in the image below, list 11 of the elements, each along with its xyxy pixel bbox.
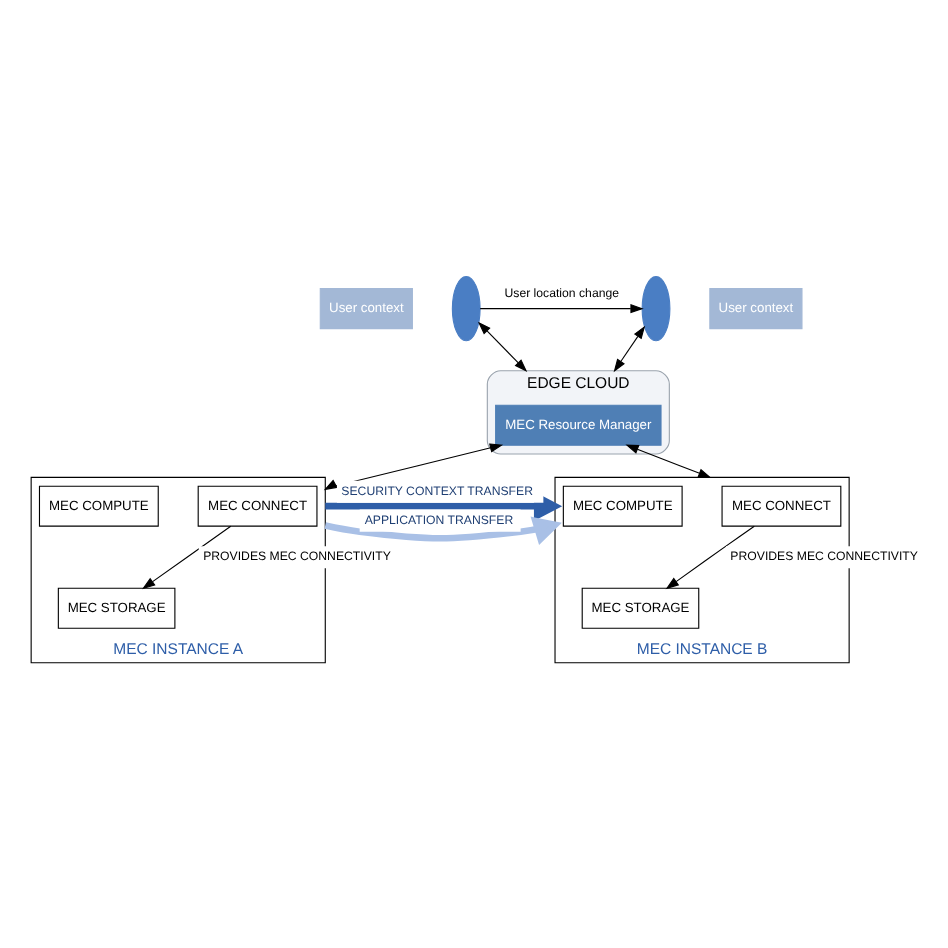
arrow bbox=[325, 491, 563, 521]
arrow bbox=[324, 516, 562, 545]
node-person bbox=[451, 275, 481, 342]
node-person bbox=[641, 275, 671, 342]
arrow bbox=[613, 325, 646, 373]
arrow bbox=[477, 321, 528, 372]
arrow bbox=[142, 525, 232, 590]
arrow bbox=[665, 525, 755, 590]
arrow bbox=[625, 444, 712, 478]
arrow bbox=[323, 443, 504, 491]
arrow bbox=[479, 303, 644, 314]
